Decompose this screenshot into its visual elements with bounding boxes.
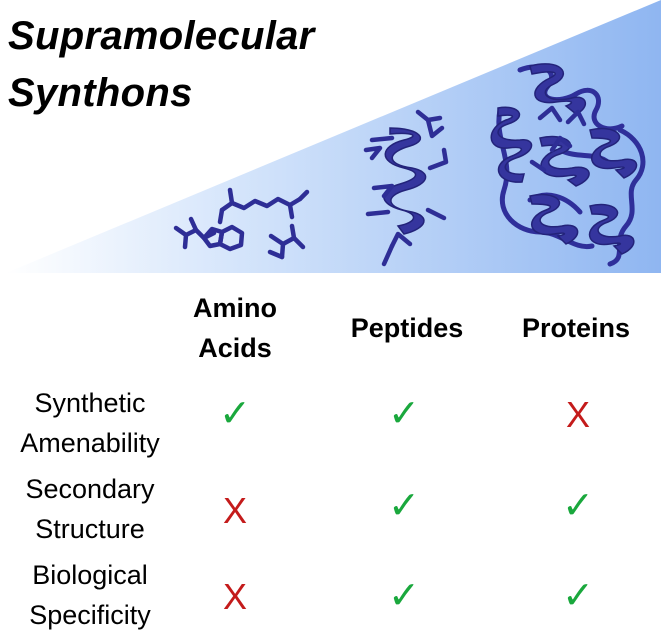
check-mark-icon: ✓ — [562, 485, 594, 527]
row-header-line: Specificity — [29, 600, 151, 630]
check-mark-icon: ✓ — [388, 575, 420, 617]
column-header-line: Amino — [193, 293, 277, 323]
row-header-line: Synthetic — [34, 388, 146, 418]
row-header-secondary-structure: Secondary Structure — [0, 469, 180, 549]
amino-acid-molecule-icon — [173, 216, 245, 252]
cross-mark-icon: X — [222, 490, 247, 531]
column-header-proteins: Proteins — [496, 308, 656, 348]
row-header-line: Secondary — [25, 474, 155, 504]
check-mark-icon: ✓ — [562, 575, 594, 617]
row-header-line: Amenability — [20, 428, 160, 458]
column-header-amino-acids: Amino Acids — [165, 288, 305, 368]
check-mark-icon: ✓ — [388, 393, 420, 435]
row-header-biological-specificity: Biological Specificity — [0, 555, 180, 635]
cross-mark-icon: X — [222, 576, 247, 617]
check-mark-icon: ✓ — [219, 393, 251, 435]
column-header-line: Proteins — [521, 313, 631, 343]
peptide-helix-icon — [363, 109, 449, 267]
check-mark-icon: ✓ — [388, 485, 420, 527]
molecule-gradient-wedge-graphic — [6, 0, 661, 273]
title-line-1: Supramolecular — [8, 14, 315, 58]
column-header-peptides: Peptides — [327, 308, 487, 348]
row-header-synthetic-amenability: Synthetic Amenability — [0, 383, 180, 463]
title-line-2: Synthons — [8, 71, 193, 115]
amino-acid-molecule-icon — [267, 223, 306, 260]
row-header-line: Structure — [35, 514, 145, 544]
row-header-line: Biological — [32, 560, 148, 590]
column-header-line: Acids — [198, 333, 272, 363]
column-header-line: Peptides — [350, 313, 464, 343]
cross-mark-icon: X — [565, 394, 590, 435]
protein-ribbon-icon — [490, 63, 646, 267]
amino-acid-molecule-icon — [217, 187, 310, 225]
gradient-wedge — [6, 0, 661, 273]
